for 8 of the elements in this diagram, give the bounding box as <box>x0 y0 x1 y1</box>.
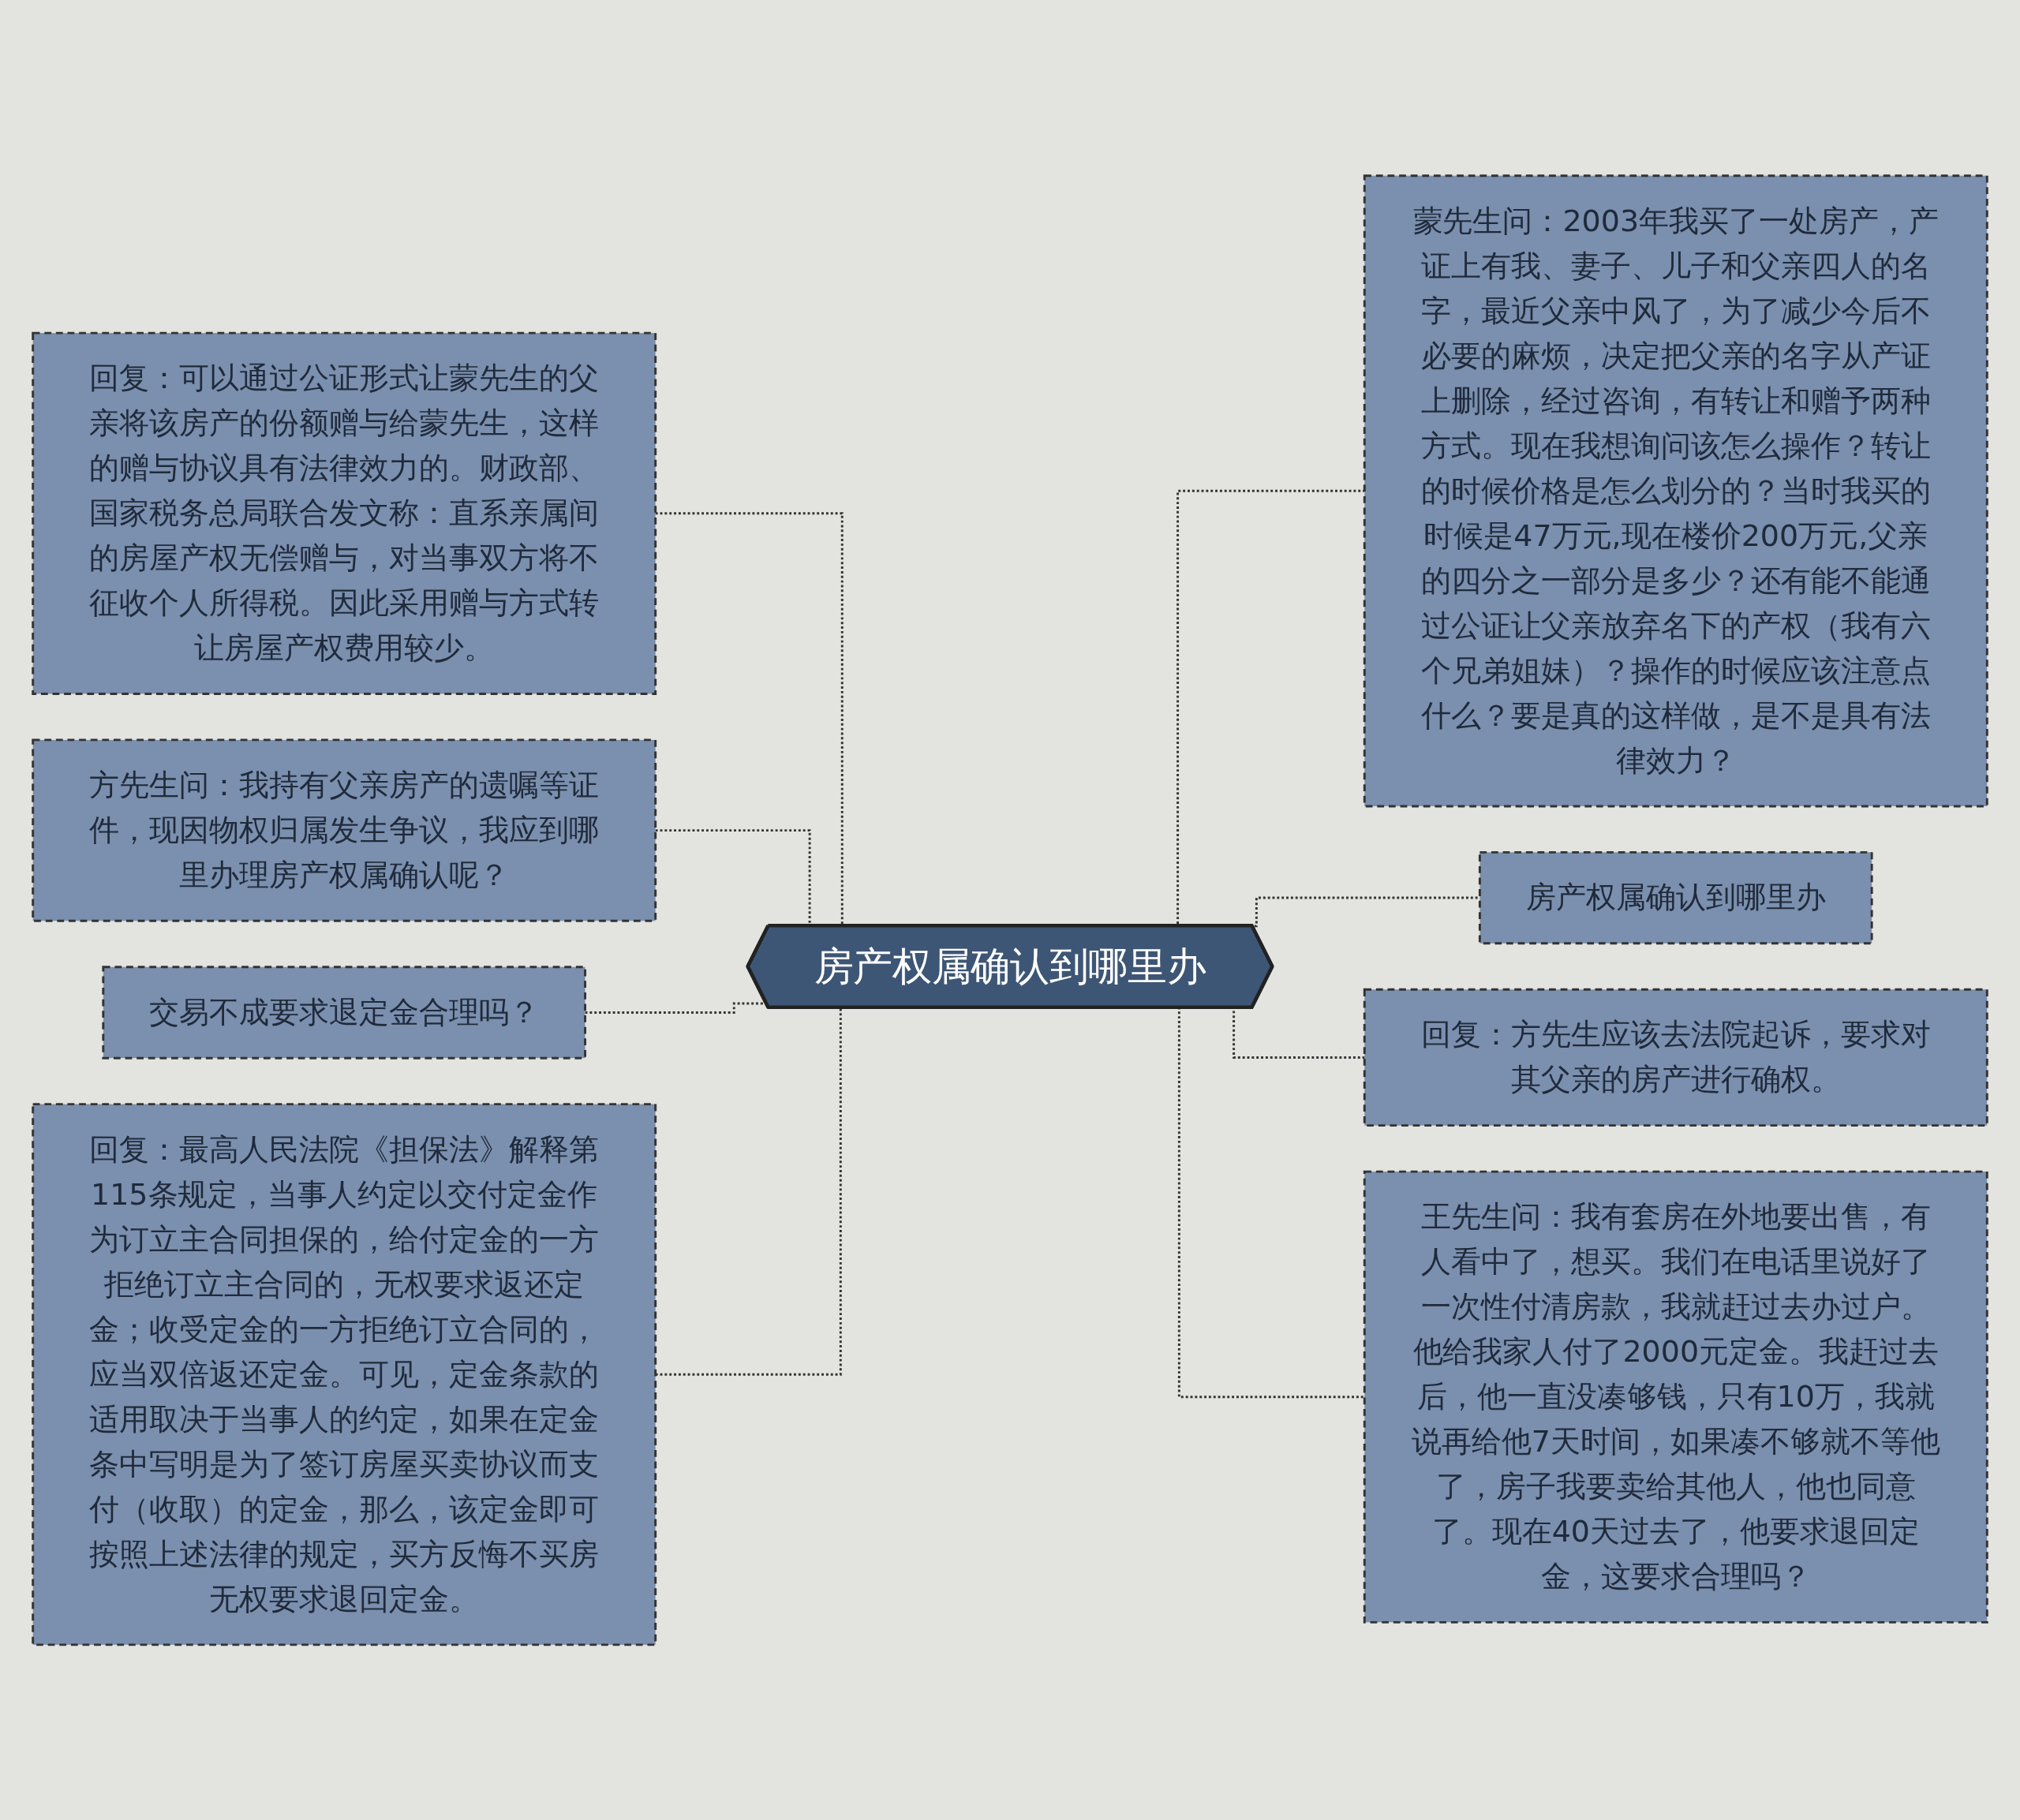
node-box: 方先生问：我持有父亲房产的遗嘱等证件，现因物权归属发生争议，我应到哪里办理房产权属确认呢？ <box>32 738 657 922</box>
node-box: 回复：方先生应该去法院起诉，要求对其父亲的房产进行确权。 <box>1363 988 1988 1127</box>
node-box: 回复：最高人民法院《担保法》解释第115条规定，当事人约定以交付定金作为订立主合同担保的，给付定金的一方拒绝订立主合同的，无权要求返还定金；收受定金的一方拒绝订立合同的，应当双倍返还定金。可见，定金条款的适用取决于当事人的约定，如果在定金条中写明是为了签订房屋买卖协议而支付（收取）的定金，那么，该定金即可按照上述法律的规定，买方反悔不买房无权要求退回定金。 <box>32 1102 657 1646</box>
node-box: 蒙先生问：2003年我买了一处房产，产证上有我、妻子、儿子和父亲四人的名字，最近父亲中风了，为了减少今后不必要的麻烦，决定把父亲的名字从产证上删除，经过咨询，有转让和赠予两种方式。现在我想询问该怎么操作？转让的时候价格是怎么划分的？当时我买的时候是47万元,现在楼价200万元,父亲的四分之一部分是多少？还有能不能通过公证让父亲放弃名下的产权（我有六个兄弟姐妹）？操作的时候应该注意点什么？要是真的这样做，是不是具有法律效力？ <box>1363 174 1988 808</box>
node-box: 回复：可以通过公证形式让蒙先生的父亲将该房产的份额赠与给蒙先生，这样的赠与协议具有法律效力的。财政部、国家税务总局联合发文称：直系亲属间的房屋产权无偿赠与，对当事双方将不征收个人所得税。因此采用赠与方式转让房屋产权费用较少。 <box>32 331 657 695</box>
node-box: 王先生问：我有套房在外地要出售，有人看中了，想买。我们在电话里说好了一次性付清房款，我就赶过去办过户。他给我家人付了2000元定金。我赶过去后，他一直没凑够钱，只有10万，我就说再给他7天时间，如果凑不够就不等他了，房子我要卖给其他人，他也同意了。现在40天过去了，他要求退回定金，这要求合理吗？ <box>1363 1170 1988 1624</box>
node-box: 交易不成要求退定金合理吗？ <box>102 966 587 1059</box>
node-box: 房产权属确认到哪里办 <box>1478 850 1873 944</box>
